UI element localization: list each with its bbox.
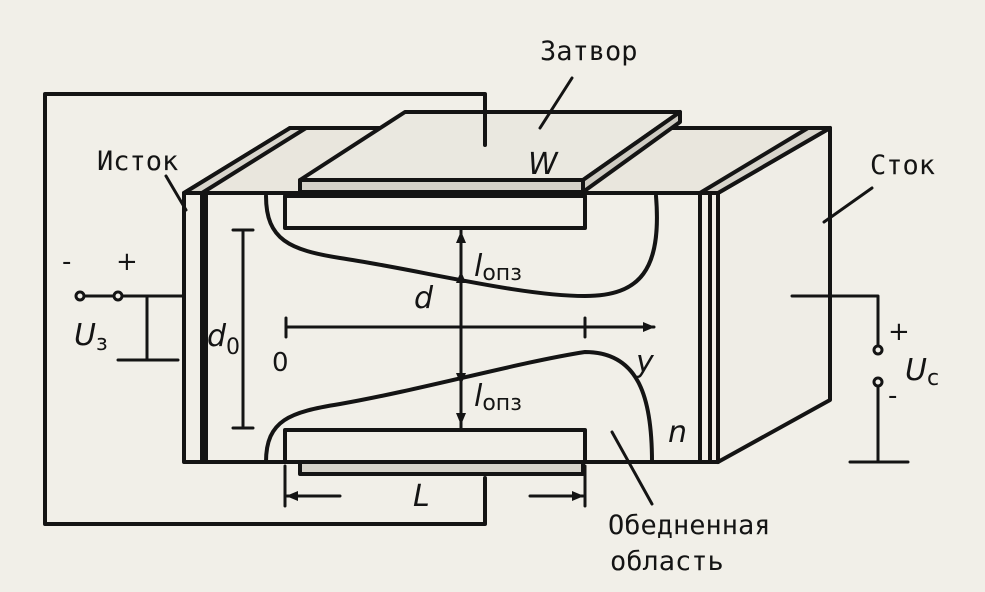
source-leader (164, 174, 188, 212)
gate-top-electrode (283, 194, 587, 230)
drain-wire (790, 294, 880, 347)
drain-leader (822, 186, 874, 224)
thickness-label: d (414, 281, 434, 316)
drain-terminal-minus (872, 376, 884, 388)
n-type-label: n (668, 415, 687, 450)
source-contact (182, 126, 308, 464)
drain-terminal-plus (872, 344, 884, 356)
y-axis-label: y (635, 345, 655, 380)
gate-terminal-minus (74, 290, 86, 302)
drain-label: Сток (870, 150, 935, 181)
depletion-boundary-top (264, 194, 659, 298)
gate-plus-sign: + (116, 247, 138, 277)
depletion-leader (610, 430, 654, 506)
depletion-width-top-label: lопз (474, 249, 522, 286)
drain-voltage-label: Uс (905, 353, 939, 391)
gate-bottom-plate (298, 460, 585, 476)
width-label: W (528, 147, 559, 182)
gate-label: Затвор (540, 36, 638, 67)
gate-terminal-plus (112, 290, 124, 302)
gate-bottom-electrode (283, 428, 587, 464)
gate-wire-top (43, 92, 487, 526)
drain-minus-sign: - (888, 381, 897, 411)
source-label: Исток (97, 146, 178, 177)
gate-voltage-label: Uз (74, 318, 108, 356)
depletion-region-label-line1: Обедненная (608, 510, 771, 541)
depletion-width-bottom-label: lопз (474, 379, 522, 416)
origin-label: 0 (272, 348, 289, 378)
length-label: L (413, 479, 430, 514)
depletion-boundary-bottom (264, 350, 654, 464)
gate-leader (538, 76, 574, 130)
gate-minus-sign: - (62, 247, 71, 277)
gate-top-plate-front (298, 178, 585, 194)
drain-plus-sign: + (888, 317, 910, 347)
thickness0-label: d0 (207, 319, 240, 360)
depletion-region-label-line2: область (610, 546, 724, 577)
